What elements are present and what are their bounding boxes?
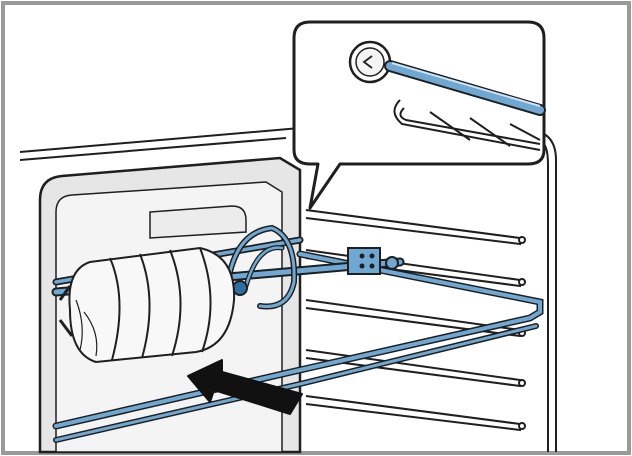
shelf-runners [305, 209, 526, 432]
spit-fork-right [225, 224, 298, 310]
spit-socket-icon [347, 247, 399, 275]
detail-callout [292, 20, 546, 210]
rack-detail [393, 99, 541, 151]
socket-ring [348, 40, 392, 84]
oven-back-wall [19, 127, 301, 161]
wire-rack-icon [52, 250, 544, 443]
insert-arrow-icon [187, 359, 303, 415]
wrapped-food [58, 246, 236, 364]
